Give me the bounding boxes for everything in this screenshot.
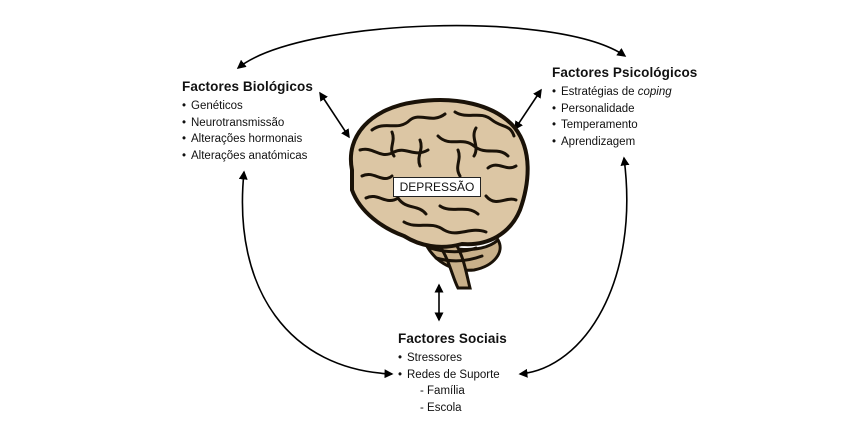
arrow-bio-psi	[236, 24, 627, 69]
list-item: •Alterações hormonais	[182, 133, 303, 145]
list-item: •Temperamento	[552, 119, 638, 131]
list-item: •Estratégias de coping	[552, 86, 672, 98]
psychological-list: •Estratégias de coping •Personalidade •T…	[552, 84, 697, 150]
list-item: •Alterações anatómicas	[182, 149, 308, 162]
arrow-psi-soc	[518, 156, 630, 378]
brain-icon	[348, 98, 530, 290]
social-factors: Factores Sociais •Stressores •Redes de S…	[398, 331, 507, 416]
arrow-bio-soc	[238, 170, 394, 379]
social-title: Factores Sociais	[398, 331, 507, 346]
list-item: •Neurotransmissão	[182, 116, 285, 129]
list-item: •Personalidade	[552, 102, 635, 115]
list-subitem: - Família	[420, 385, 465, 397]
list-item: •Redes de Suporte	[398, 368, 500, 381]
arrow-psi-brain	[514, 88, 542, 131]
arrow-bio-brain	[319, 91, 350, 139]
biological-factors: Factores Biológicos •Genéticos •Neurotra…	[182, 79, 313, 164]
social-list: •Stressores •Redes de Suporte - Família …	[398, 350, 507, 416]
list-item: •Aprendizagem	[552, 135, 636, 148]
depression-label: DEPRESSÃO	[393, 177, 481, 197]
list-item: •Stressores	[398, 352, 462, 364]
psychological-title: Factores Psicológicos	[552, 65, 698, 80]
list-subitem: - Escola	[420, 401, 462, 414]
list-item: •Genéticos	[182, 100, 243, 112]
psychological-factors: Factores Psicológicos •Estratégias de co…	[552, 65, 697, 150]
biological-title: Factores Biológicos	[182, 79, 313, 94]
biological-list: •Genéticos •Neurotransmissão •Alterações…	[182, 98, 313, 164]
